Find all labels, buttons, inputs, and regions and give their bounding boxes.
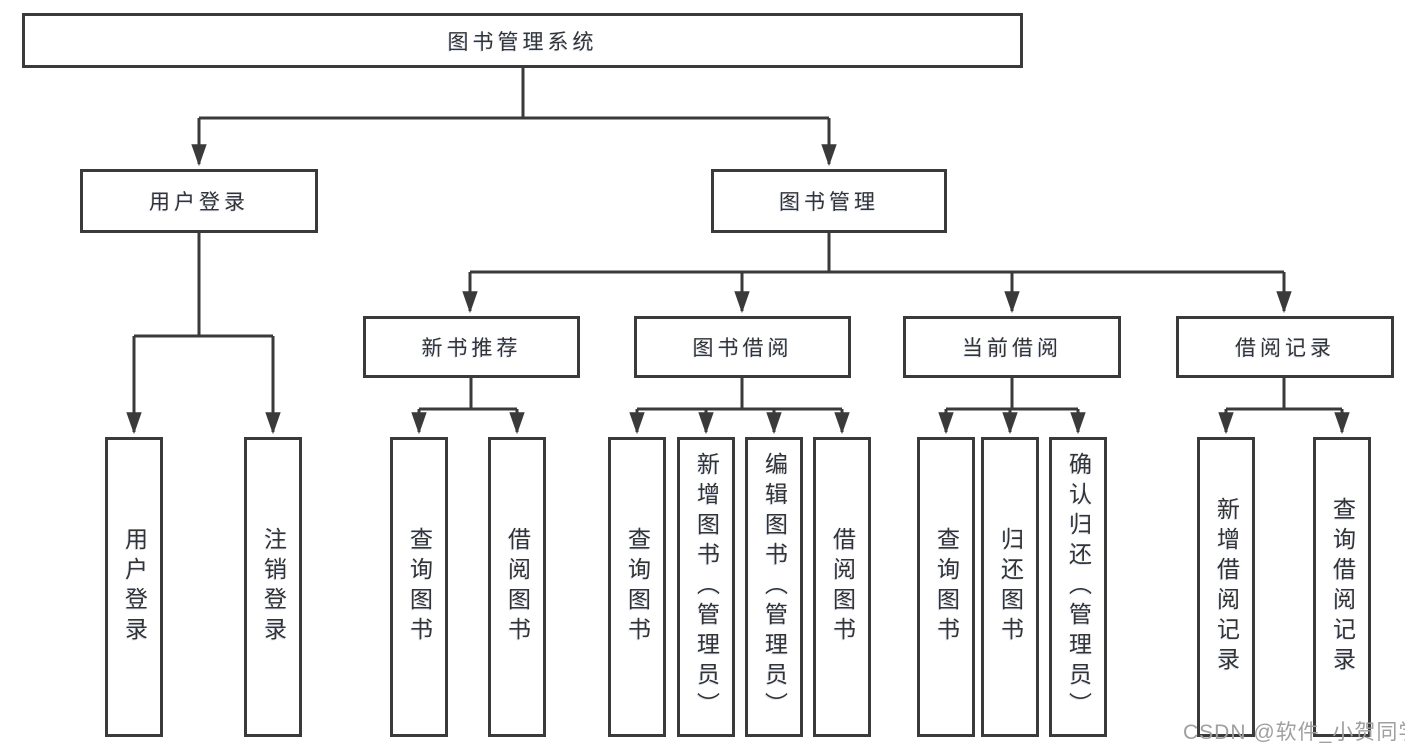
leaf-query-books-current: 查询图书 (917, 437, 975, 737)
leaf-query-books-recommend: 查询图书 (390, 437, 448, 737)
leaf-return-books: 归还图书 (981, 437, 1039, 737)
leaf-borrow-books: 借阅图书 (813, 437, 871, 737)
node-book-borrowing: 图书借阅 (634, 316, 851, 378)
leaf-edit-books-admin: 编辑图书（管理员） (745, 437, 803, 737)
csdn-watermark: CSDN @软件_小贺同学 (1183, 721, 1405, 744)
node-new-book-recommendation: 新书推荐 (363, 316, 580, 378)
leaf-user-login: 用户登录 (105, 437, 163, 737)
leaf-query-borrow-record: 查询借阅记录 (1313, 437, 1371, 737)
leaf-logout: 注销登录 (244, 437, 302, 737)
leaf-confirm-return-admin: 确认归还（管理员） (1049, 437, 1107, 737)
node-book-management: 图书管理 (711, 169, 947, 233)
node-borrowing-records: 借阅记录 (1176, 316, 1394, 378)
node-library-management-system: 图书管理系统 (22, 13, 1023, 68)
leaf-borrow-books-recommend: 借阅图书 (488, 437, 546, 737)
leaf-add-books-admin: 新增图书（管理员） (677, 437, 735, 737)
leaf-query-books-borrowing: 查询图书 (608, 437, 666, 737)
leaf-add-borrow-record: 新增借阅记录 (1197, 437, 1255, 737)
node-user-login: 用户登录 (80, 169, 318, 233)
node-current-borrowing: 当前借阅 (903, 316, 1121, 378)
